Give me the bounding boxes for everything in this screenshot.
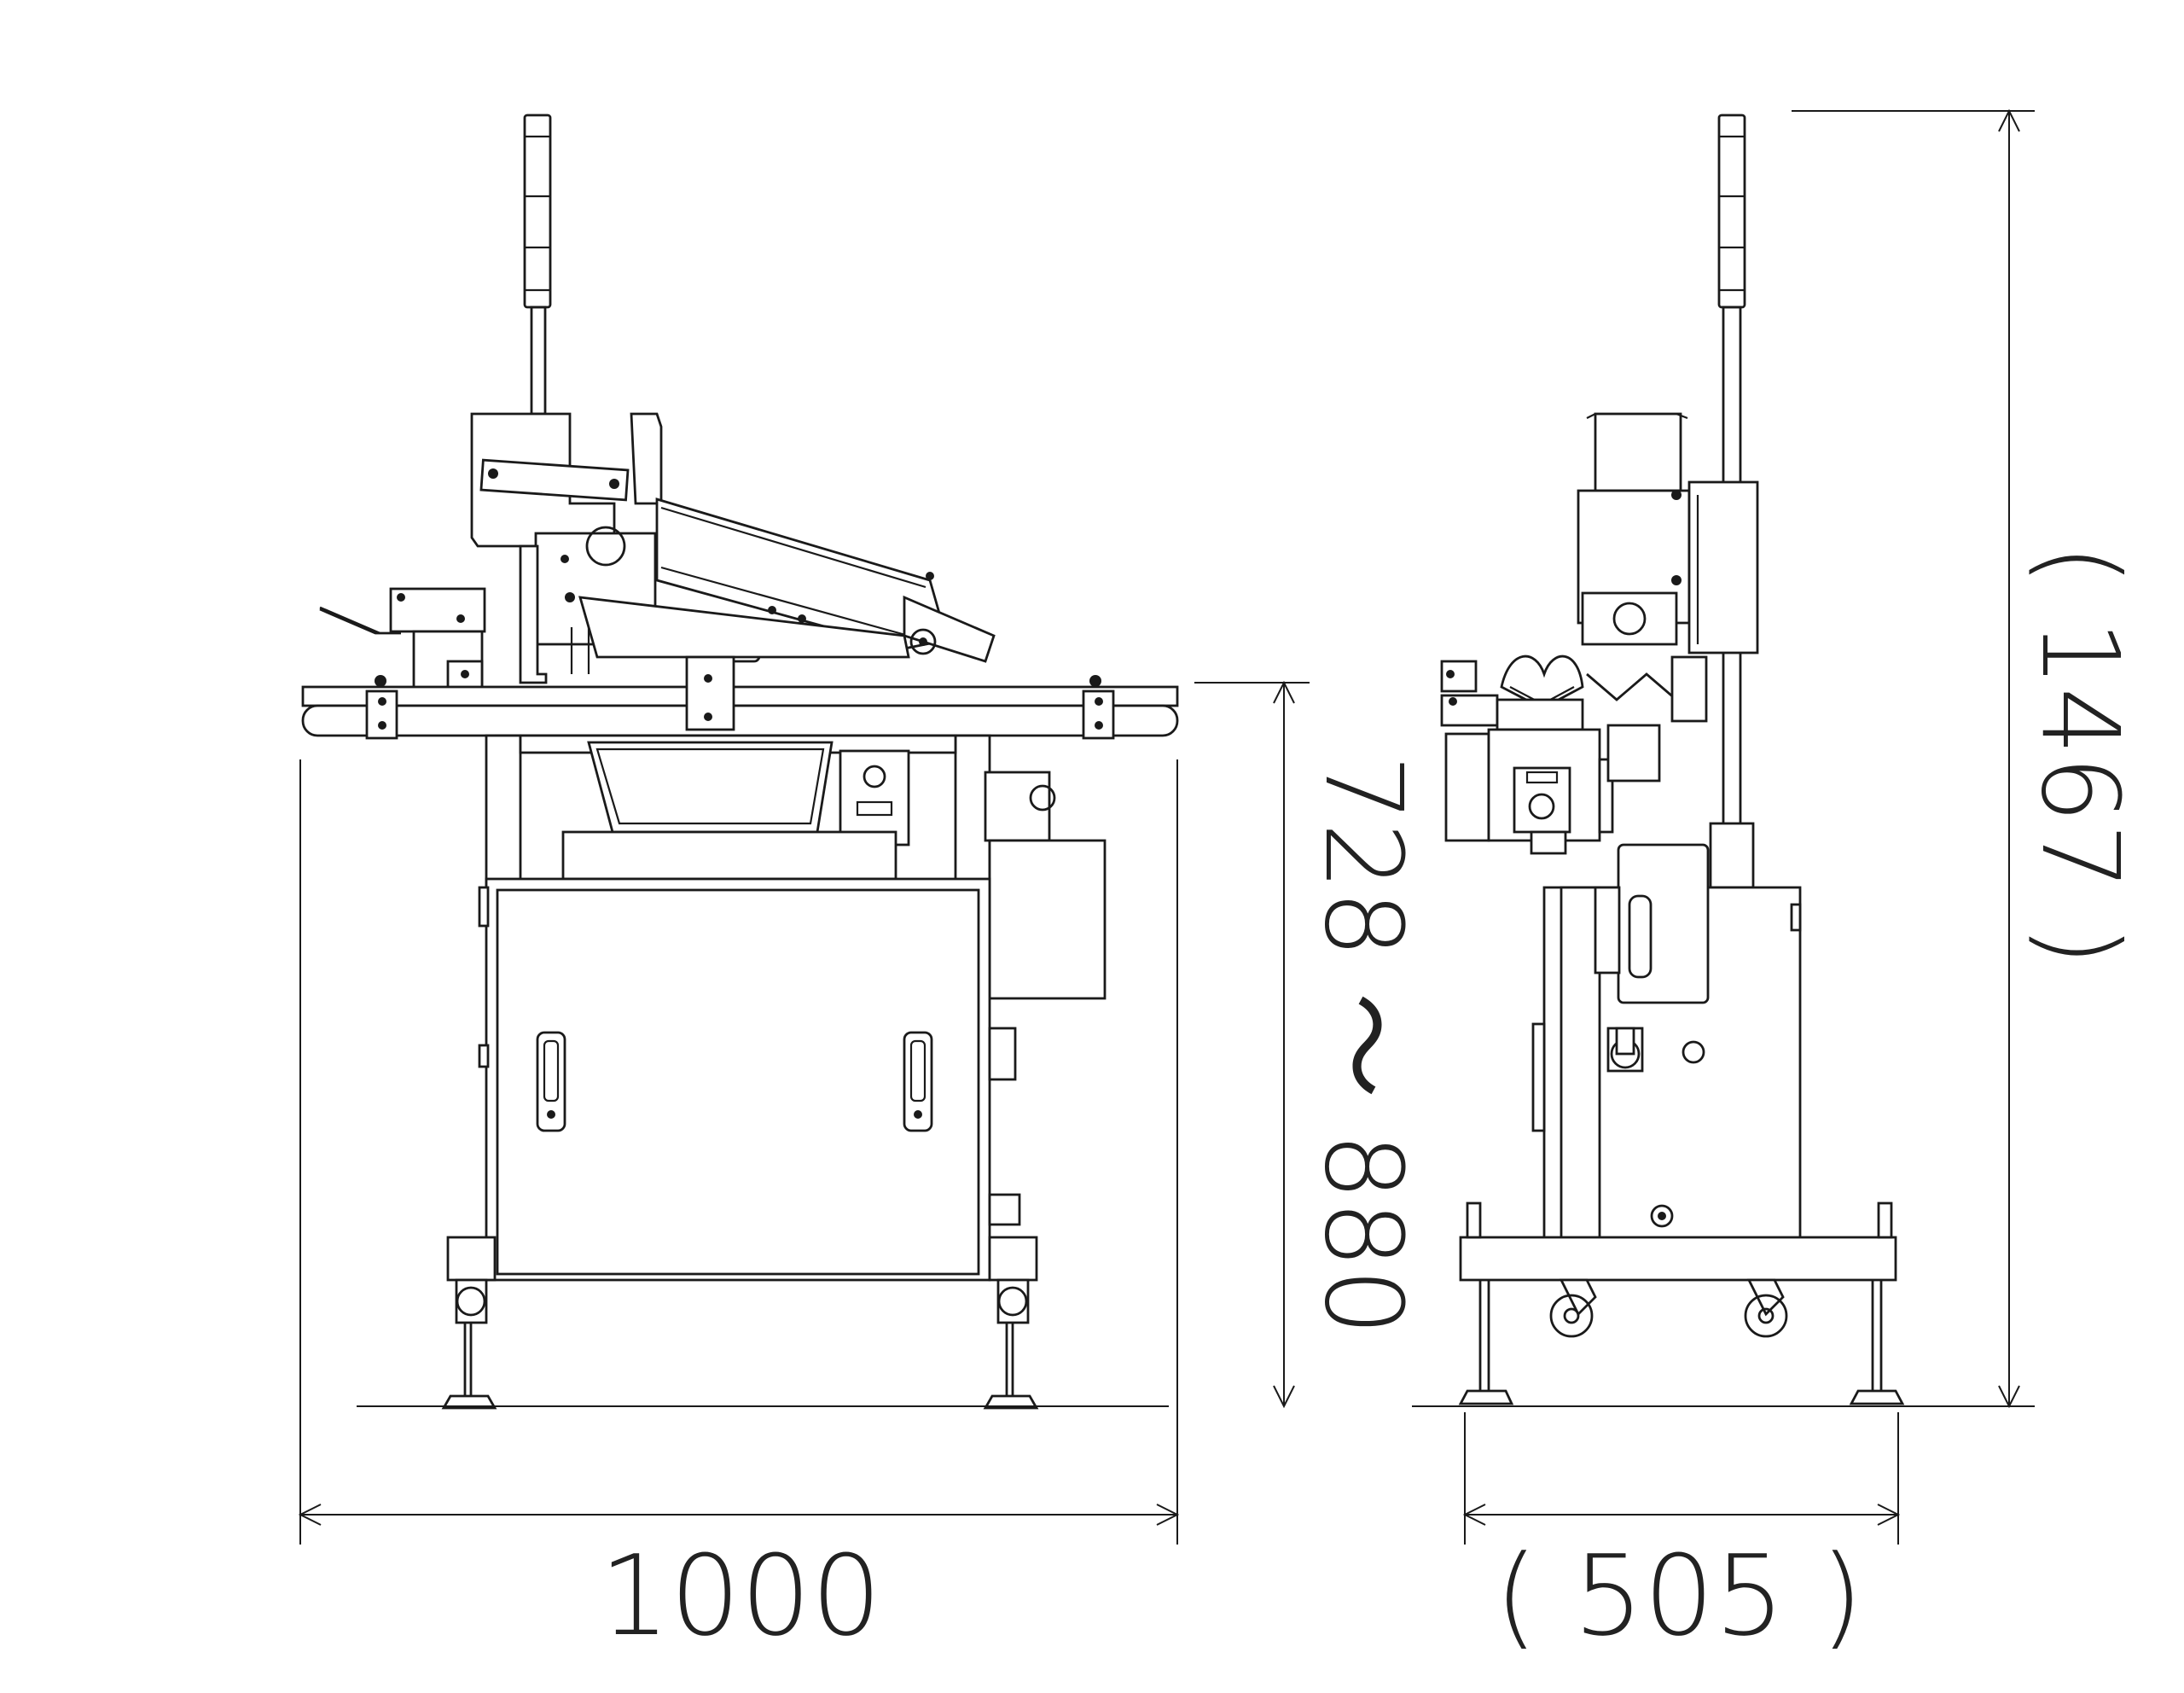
front-signal-tower (523, 113, 552, 416)
side-head-unit (1500, 412, 1759, 723)
side-view (1440, 113, 1905, 1405)
front-labeler-head (470, 412, 996, 684)
front-conveyor (301, 655, 1179, 740)
front-left-bracket (319, 587, 486, 731)
dimension-overall-height (1792, 108, 2035, 1409)
side-base (1458, 1201, 1905, 1405)
dimension-side-width (1462, 1412, 1901, 1545)
dimension-label-overall-height: ( 1467 ) (2018, 544, 2141, 966)
side-sensor-bracket (1440, 660, 1584, 731)
front-upper-frame (485, 734, 1107, 1000)
side-cabinet (1531, 843, 1802, 1248)
front-view (301, 113, 1179, 1410)
front-cabinet (478, 877, 1021, 1282)
front-legs (441, 1236, 1039, 1410)
dimension-front-width (298, 759, 1180, 1545)
dimension-label-height-range: 728 ～ 880 (1301, 754, 1425, 1336)
dimension-label-side-width: ( 505 ) (1495, 1531, 1863, 1661)
dimension-label-front-width: 1000 (600, 1531, 882, 1661)
side-control-box (1444, 724, 1661, 855)
dimension-height-range (1194, 680, 1310, 1409)
